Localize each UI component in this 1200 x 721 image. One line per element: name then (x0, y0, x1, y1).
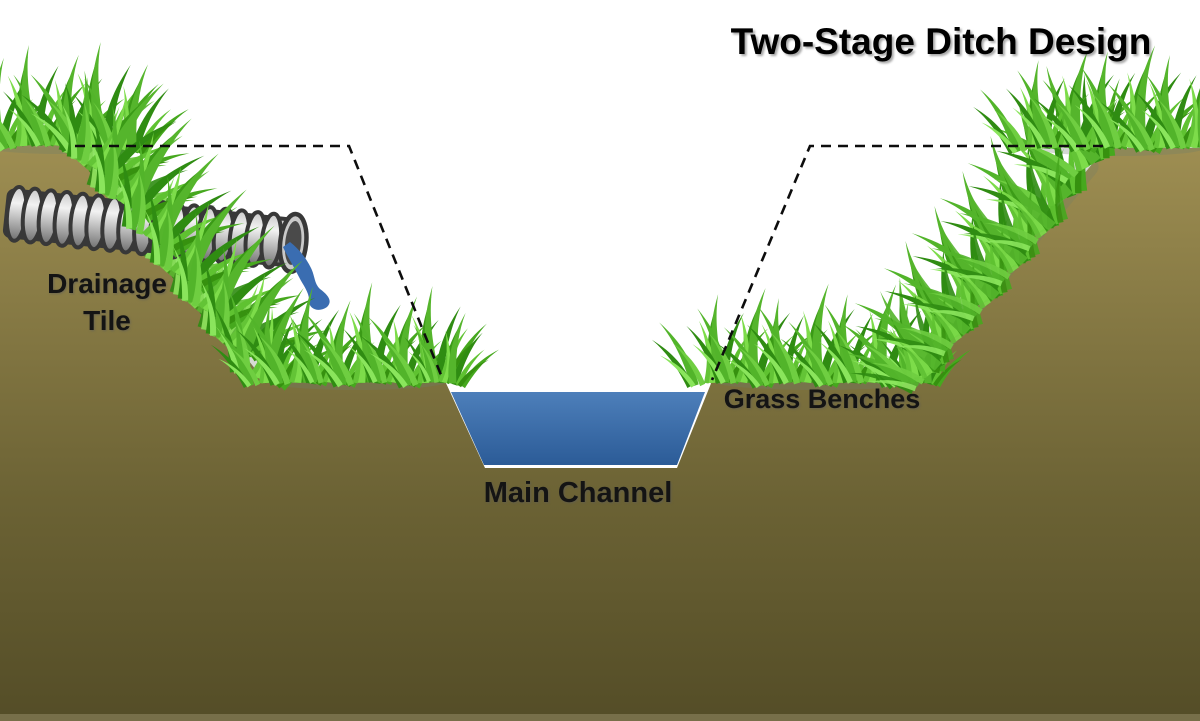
main-channel-label: Main Channel (484, 477, 673, 509)
main-channel-water (451, 392, 705, 465)
soil-bottom-strip (0, 714, 1200, 721)
soil-cross-section (0, 145, 1200, 721)
water-drip-icon (283, 242, 330, 310)
page-title: Two-Stage Ditch Design (731, 21, 1152, 62)
dashed-outline-icon (75, 144, 1103, 381)
drainage-tile-label-line1: Drainage (47, 268, 167, 299)
dashed-outline-right (710, 144, 1103, 381)
drainage-tile-label-line2: Tile (83, 305, 131, 336)
grass-benches-label: Grass Benches (724, 384, 921, 414)
dashed-outline-left (75, 144, 445, 381)
